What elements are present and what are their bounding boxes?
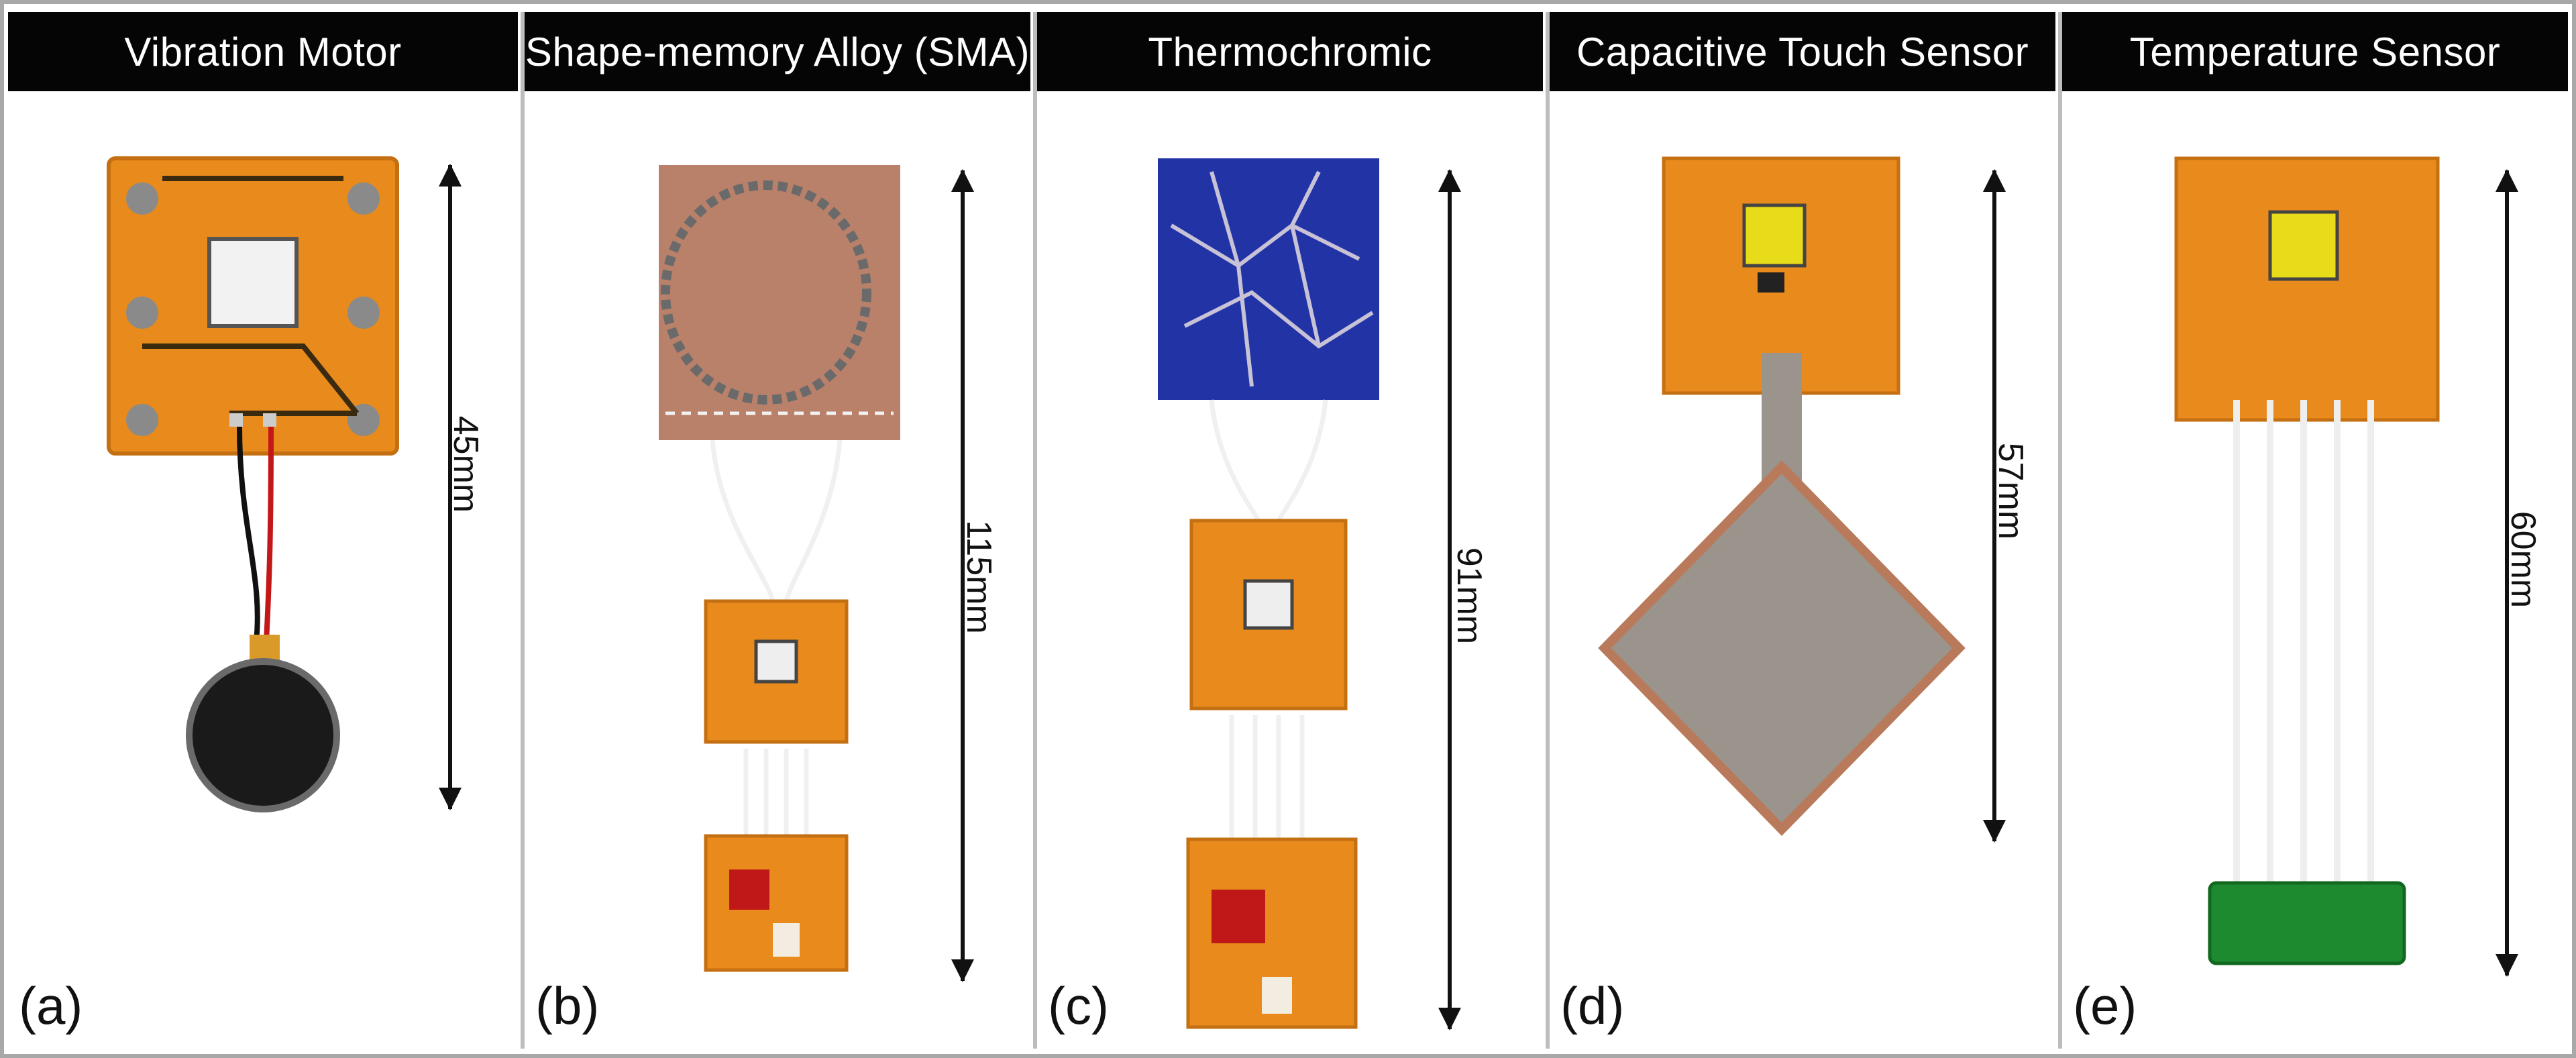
dimension-arrow <box>1983 169 2006 843</box>
temperature-sensor-photo <box>2174 156 2440 965</box>
panel-sma: Shape-memory Alloy (SMA) 115mm (b) <box>521 12 1030 1049</box>
dimension-arrow <box>439 164 462 810</box>
panel-tag: (a) <box>19 976 83 1035</box>
panel-thermochromic: Thermochromic 91mm (c) <box>1033 12 1543 1049</box>
panel-tag: (b) <box>535 976 600 1035</box>
panel-vibration-motor: Vibration Motor 45mm (a) <box>8 12 518 1049</box>
vibration-motor-photo <box>107 156 399 812</box>
panel-tag: (c) <box>1048 976 1109 1035</box>
dimension-arrow <box>2496 169 2518 977</box>
panel-title: Thermochromic <box>1037 12 1543 91</box>
sma-photo <box>659 165 900 972</box>
dimension-label: 91mm <box>1450 547 1489 645</box>
panel-tag: (d) <box>1560 976 1625 1035</box>
panel-capacitive-touch: Capacitive Touch Sensor 57mm (d) <box>1546 12 2055 1049</box>
dimension-label: 45mm <box>446 415 486 513</box>
panel-title: Shape-memory Alloy (SMA) <box>525 12 1030 91</box>
capacitive-touch-photo <box>1598 156 1966 837</box>
panel-title: Capacitive Touch Sensor <box>1550 12 2055 91</box>
panel-tag: (e) <box>2073 976 2137 1035</box>
dimension-arrow <box>951 169 974 982</box>
panel-temperature-sensor: Temperature Sensor 60mm (e) <box>2058 12 2568 1049</box>
dimension-label: 57mm <box>1991 442 2031 540</box>
panel-title: Vibration Motor <box>8 12 518 91</box>
panel-title: Temperature Sensor <box>2062 12 2568 91</box>
dimension-label: 60mm <box>2504 511 2543 609</box>
dimension-arrow <box>1438 169 1461 1030</box>
thermochromic-photo <box>1158 158 1379 1029</box>
dimension-label: 115mm <box>959 520 998 634</box>
